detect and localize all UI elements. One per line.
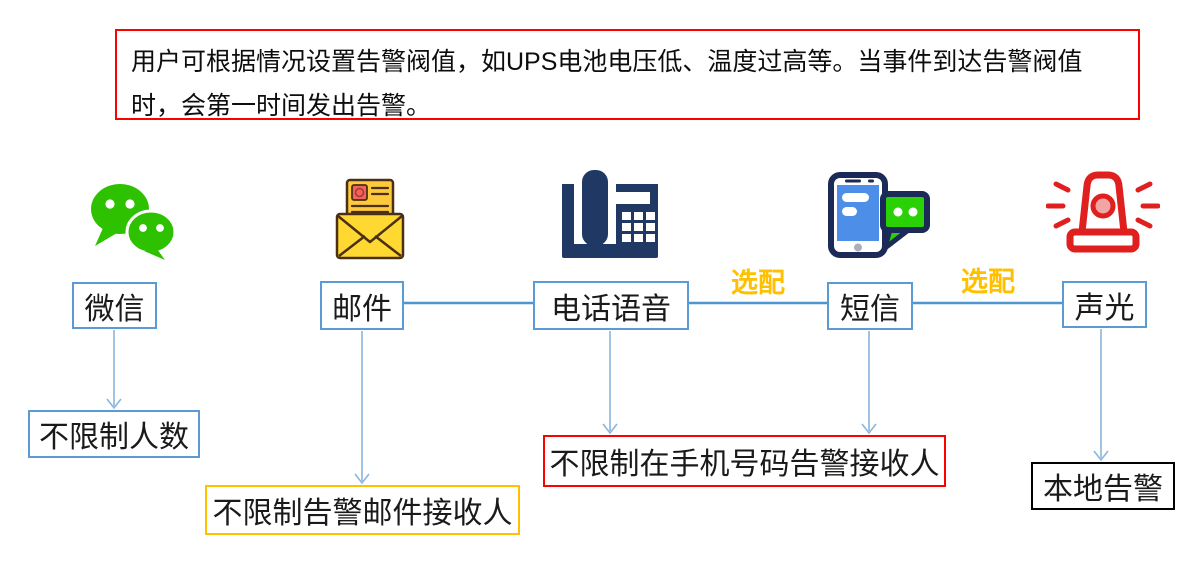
outcome-wechat-unlimited-users: 不限制人数 bbox=[28, 410, 200, 458]
channel-box-sms: 短信 bbox=[827, 282, 913, 330]
outcome-text: 不限制人数 bbox=[39, 421, 189, 454]
channel-label-email: 邮件 bbox=[332, 292, 392, 326]
channel-label-wechat: 微信 bbox=[84, 292, 145, 326]
alert-threshold-note: 用户可根据情况设置告警阀值，如UPS电池电压低、温度过高等。当事件到达告警阀值时… bbox=[115, 29, 1140, 120]
sms-icon bbox=[827, 172, 931, 258]
outcome-email-unlimited-recipients: 不限制告警邮件接收人 bbox=[205, 485, 520, 535]
optional-label-2: 选配 bbox=[961, 267, 1015, 297]
channel-label-sms: 短信 bbox=[840, 293, 900, 326]
phone-icon bbox=[562, 170, 658, 258]
wechat-icon bbox=[87, 182, 179, 260]
outcome-text: 本地告警 bbox=[1043, 473, 1163, 506]
outcome-text: 不限制告警邮件接收人 bbox=[212, 497, 513, 530]
outcome-text: 不限制在手机号码告警接收人 bbox=[549, 448, 940, 481]
outcome-phone-sms-unlimited-recipients: 不限制在手机号码告警接收人 bbox=[543, 435, 946, 487]
channel-label-phone-voice: 电话语音 bbox=[551, 292, 671, 326]
siren-icon bbox=[1046, 170, 1160, 262]
email-icon bbox=[335, 178, 405, 260]
channel-box-wechat: 微信 bbox=[72, 282, 157, 329]
outcome-local-alarm: 本地告警 bbox=[1031, 462, 1175, 510]
channel-label-sound-light: 声光 bbox=[1074, 291, 1135, 325]
channel-box-email: 邮件 bbox=[320, 281, 404, 330]
optional-label-1: 选配 bbox=[731, 268, 785, 298]
channel-box-sound-light: 声光 bbox=[1062, 281, 1147, 328]
alert-threshold-note-text: 用户可根据情况设置告警阀值，如UPS电池电压低、温度过高等。当事件到达告警阀值时… bbox=[131, 48, 1083, 120]
channel-box-phone-voice: 电话语音 bbox=[533, 281, 689, 330]
